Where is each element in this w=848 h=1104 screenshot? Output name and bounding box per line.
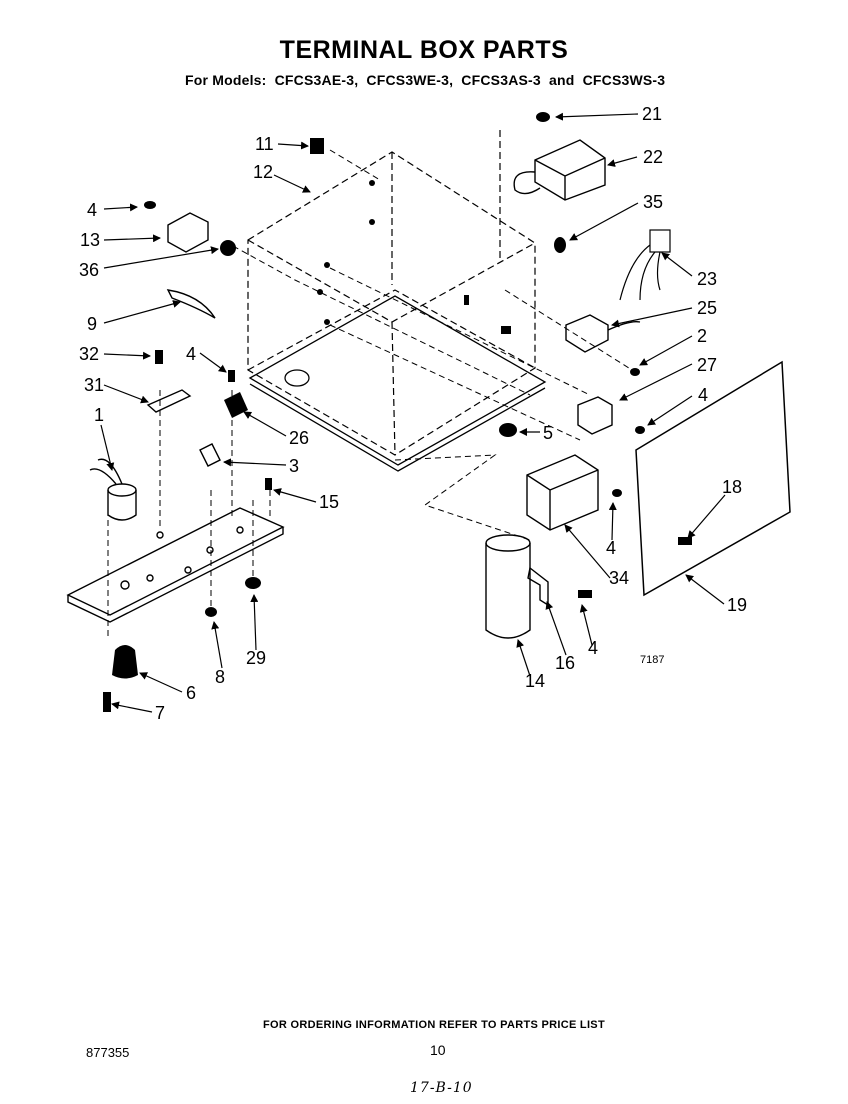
callout-13: 13 [80,230,100,250]
misc-fasteners [144,112,692,617]
part-switch-block [526,454,599,531]
part-26 [224,392,248,418]
callout-21: 21 [642,104,662,124]
callout-31: 31 [84,375,104,395]
callout-2: 2 [697,326,707,346]
callout-4-bottom: 4 [588,638,598,658]
callout-7: 7 [155,703,165,723]
callout-arrows [100,112,726,713]
part-25 [565,314,641,353]
callout-19: 19 [727,595,747,615]
part-relay [89,458,137,521]
callout-4-switch: 4 [606,538,616,558]
mounting-plate [66,507,285,623]
callout-18: 18 [722,477,742,497]
part-screw-7 [103,692,111,712]
callout-22: 22 [643,147,663,167]
callout-11: 11 [255,134,274,154]
callout-labels: 21 11 22 12 35 4 13 23 36 25 9 2 32 4 27… [79,104,747,723]
callout-23: 23 [697,269,717,289]
model-name: CFCS3WS-3 [582,72,666,88]
document-number: 877355 [86,1045,130,1060]
handwritten-note: 17-B-10 [410,1080,473,1096]
part-capacitor [485,534,531,639]
callout-34: 34 [609,568,629,588]
callout-5: 5 [543,423,553,443]
housing-base [248,295,547,472]
callout-8: 8 [215,667,225,687]
part-motor [513,139,606,201]
part-3 [199,443,221,467]
part-31 [146,389,192,413]
callout-27: 27 [697,355,717,375]
callout-35: 35 [643,192,663,212]
callout-3: 3 [289,456,299,476]
model-name: CFCS3AE-3, [274,72,359,88]
model-conjunction: and [548,72,575,88]
callout-14: 14 [525,671,545,691]
part-cover-panel [635,360,791,597]
part-27 [577,396,613,435]
callout-4-right: 4 [698,385,708,405]
callout-29: 29 [246,648,266,668]
callout-25: 25 [697,298,717,318]
part-16 [527,566,549,607]
callout-1: 1 [94,405,104,425]
housing-fasteners [317,180,511,334]
part-grommet [112,645,138,679]
model-prefix: For Models: [185,72,267,88]
drawing-number: 7187 [640,654,664,666]
page-number: 10 [430,1042,446,1058]
callout-9: 9 [87,314,97,334]
callout-12: 12 [253,162,273,182]
callout-4-mid: 4 [186,344,196,364]
callout-32: 32 [79,344,99,364]
terminal-box-housing [247,130,536,456]
ordering-info: FOR ORDERING INFORMATION REFER TO PARTS … [263,1019,605,1031]
callout-15: 15 [319,492,339,512]
callout-26: 26 [289,428,309,448]
page-title: TERMINAL BOX PARTS [279,36,569,64]
callout-6: 6 [186,683,196,703]
model-name: CFCS3WE-3, [366,72,454,88]
callout-4-top: 4 [87,200,97,220]
part-wire-harness [619,229,671,301]
callout-16: 16 [555,653,575,673]
model-name: CFCS3AS-3 [461,72,541,88]
part-9 [166,289,216,319]
callout-36: 36 [79,260,99,280]
part-13 [167,212,209,253]
model-list: For Models: CFCS3AE-3, CFCS3WE-3, CFCS3A… [185,72,669,88]
